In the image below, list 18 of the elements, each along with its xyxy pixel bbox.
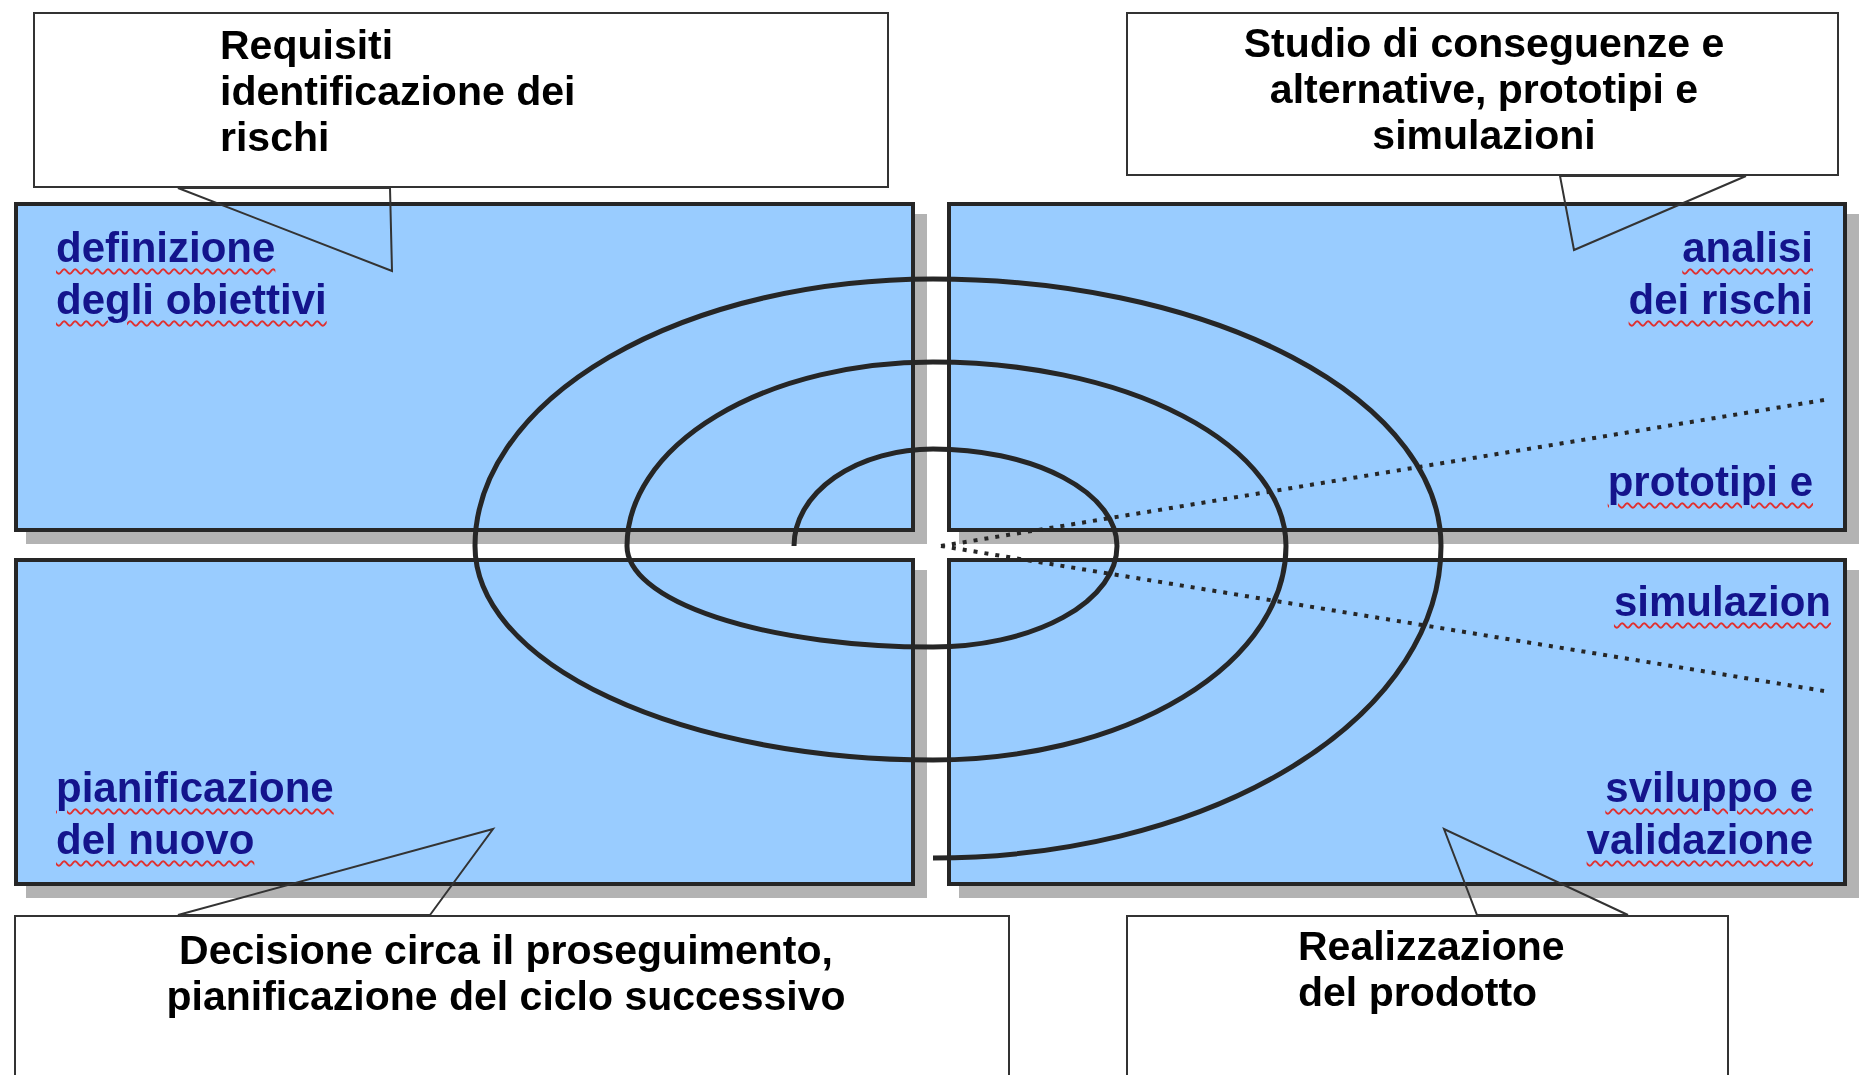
phase-label: simulazion [1612,577,1831,627]
callout-pointer [1558,175,1747,252]
callout-box [33,12,889,188]
callout-text: Requisiti identificazione dei rischi [220,22,577,160]
phase-label: pianificazione del nuovo [56,763,335,865]
callout-pointer [177,827,496,916]
callout-box [1126,12,1839,176]
phase-label: prototipi e [1606,457,1813,507]
callout-text: Realizzazione del prodotto [1298,923,1566,1015]
callout-pointer [177,187,394,273]
callout-text: Studio di conseguenze e alternative, prototipi e simulazioni [1242,20,1726,158]
phase-label: sviluppo e validazione [1585,763,1813,865]
callout-box [1126,915,1729,1075]
callout-box [14,915,1010,1075]
phase-label: analisi dei rischi [1627,223,1813,325]
callout-text: Decisione circa il proseguimento, pianificazione del ciclo successivo [165,927,847,1019]
callout-pointer [1442,827,1629,916]
phase-label: definizione degli obiettivi [56,223,328,325]
